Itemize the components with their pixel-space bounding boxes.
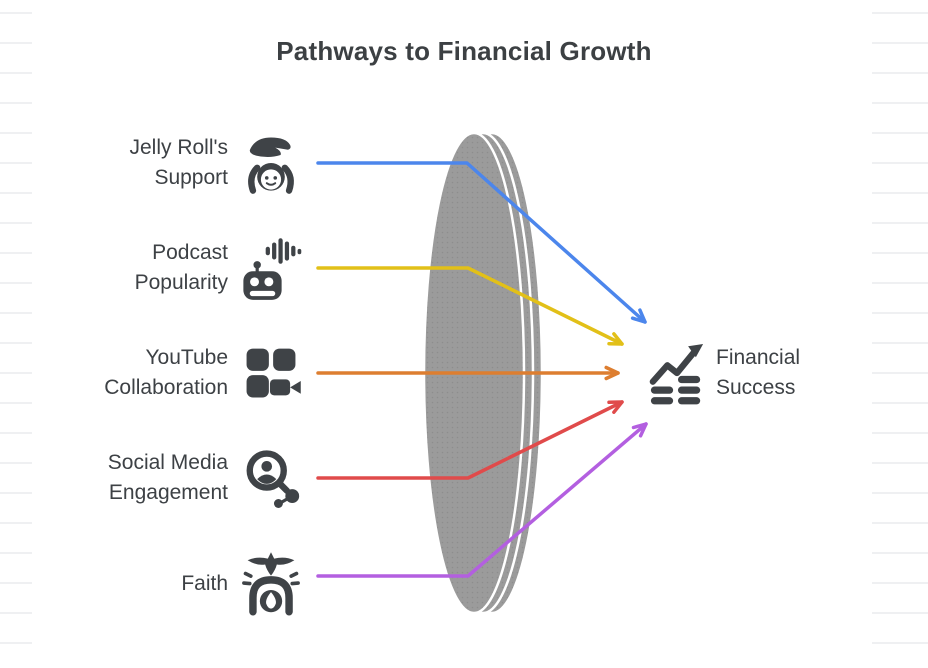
label-social-media-engagement: Social Media Engagement <box>10 448 228 508</box>
helping-hand-child-icon <box>237 129 305 197</box>
label-line: Faith <box>181 572 228 595</box>
arrow-social-media-engagement <box>316 400 624 480</box>
video-grid-icon <box>237 339 305 407</box>
label-line: Social Media <box>107 451 228 474</box>
label-youtube-collaboration: YouTube Collaboration <box>10 343 228 403</box>
social-search-icon <box>237 444 305 512</box>
robot-voice-icon <box>237 234 305 302</box>
label-line: Popularity <box>134 271 228 294</box>
growth-chart-icon <box>648 339 706 407</box>
page-title: Pathways to Financial Growth <box>276 36 652 66</box>
arrow-jelly-rolls-support <box>316 161 647 324</box>
label-faith: Faith <box>10 569 228 599</box>
label-line: Collaboration <box>104 376 228 399</box>
dove-prayer-icon <box>237 548 305 616</box>
label-line: Jelly Roll's <box>129 136 228 159</box>
arrow-podcast-popularity <box>316 266 624 346</box>
label-line: Podcast <box>152 241 228 264</box>
label-line: Engagement <box>108 481 228 504</box>
label-podcast-popularity: Podcast Popularity <box>10 238 228 298</box>
label-line: YouTube <box>145 346 228 369</box>
arrow-faith <box>316 422 648 578</box>
label-jelly-rolls-support: Jelly Roll's Support <box>10 133 228 193</box>
label-financial-success: Financial Success <box>716 343 800 403</box>
label-line: Support <box>154 166 228 189</box>
arrow-youtube-collaboration <box>316 365 620 381</box>
label-line: Success <box>716 376 796 399</box>
label-line: Financial <box>716 346 801 369</box>
